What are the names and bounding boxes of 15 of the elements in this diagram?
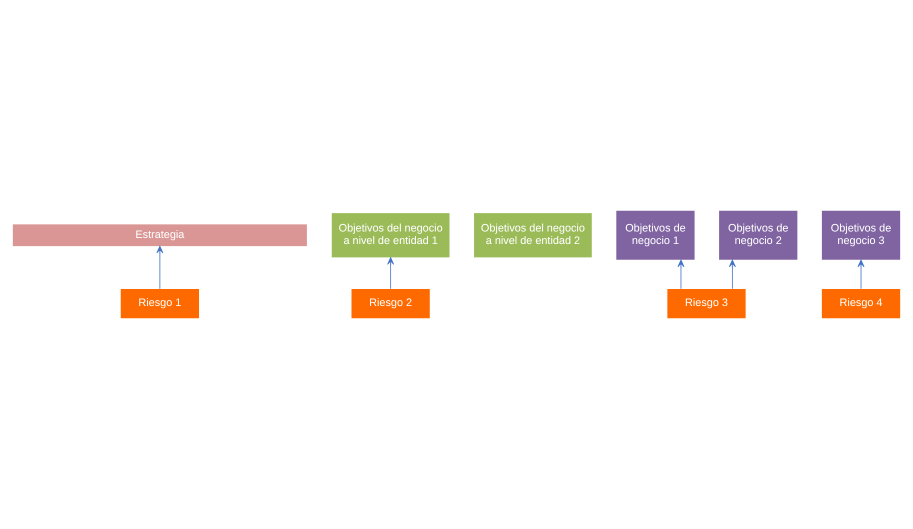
node-box: Riesgo 2 [352, 289, 430, 318]
arrow [156, 246, 164, 290]
node-box: Objetivos de negocio 1 [616, 210, 695, 260]
node-box: Objetivos del negocio a nivel de entidad 1 [332, 213, 450, 258]
arrow [678, 260, 684, 290]
node-box: Riesgo 3 [667, 289, 746, 318]
arrow [387, 257, 394, 290]
node-box: Objetivos del negocio a nivel de entidad 2 [474, 213, 592, 258]
arrow [858, 260, 864, 290]
node-box: Objetivos de negocio 2 [719, 210, 798, 260]
node-box: Riesgo 1 [120, 289, 200, 318]
node-box: Estrategia [12, 224, 307, 246]
node-box: Riesgo 4 [822, 289, 900, 318]
node-box: Objetivos de negocio 3 [822, 210, 900, 260]
arrow [728, 260, 736, 290]
